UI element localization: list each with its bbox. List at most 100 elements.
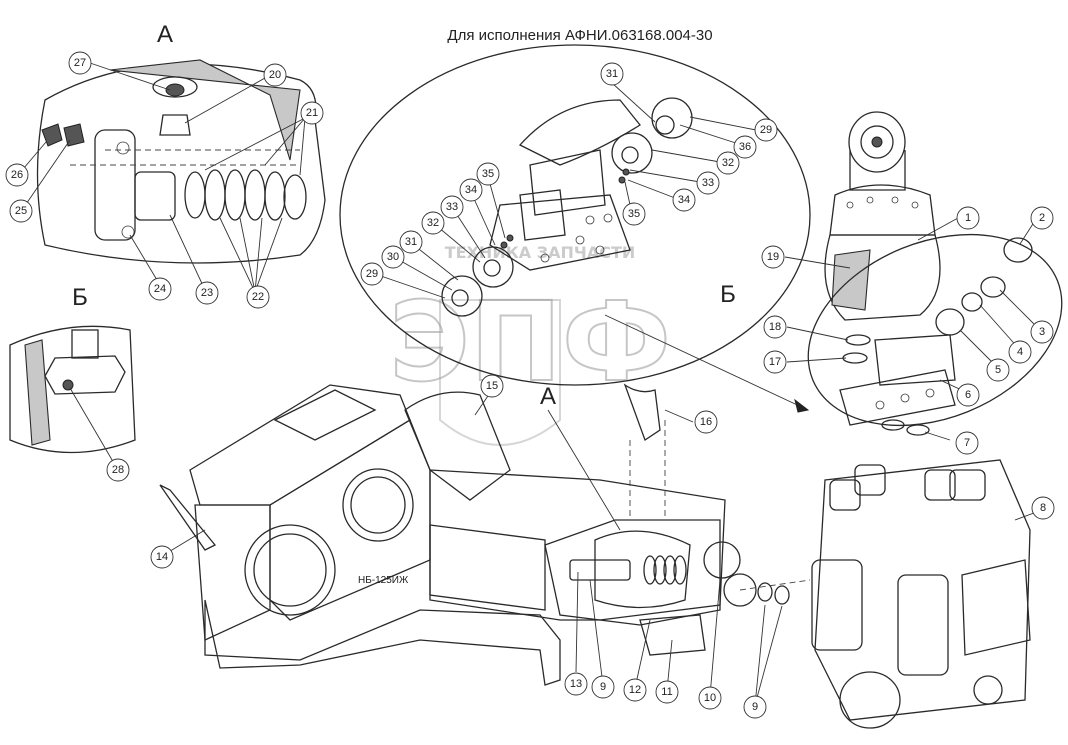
svg-text:8: 8 (1040, 502, 1046, 514)
packing-rings (184, 169, 307, 221)
balloon-6: 6 (956, 383, 980, 407)
watermark: ЭПФ ТЕХНИКА ЗАПЧАСТИ (388, 243, 672, 446)
balloon-21: 21 (300, 101, 324, 125)
balloon-18: 18 (763, 315, 787, 339)
balloon-25: 25 (9, 199, 33, 223)
balloon-20: 20 (263, 63, 287, 87)
balloon-32b: 32 (421, 211, 445, 235)
balloon-16: 16 (694, 410, 718, 434)
svg-text:30: 30 (387, 251, 399, 263)
balloon-32a: 32 (716, 151, 740, 175)
detail-view-a: А (17, 21, 326, 293)
svg-text:29: 29 (366, 268, 378, 280)
balloon-10: 10 (698, 686, 722, 710)
svg-text:35: 35 (628, 208, 640, 220)
callout-b-label: Б (720, 281, 736, 308)
svg-text:15: 15 (486, 380, 498, 392)
svg-text:17: 17 (769, 356, 781, 368)
balloon-19: 19 (761, 245, 785, 269)
svg-text:36: 36 (739, 141, 751, 153)
svg-text:10: 10 (704, 692, 716, 704)
svg-text:7: 7 (964, 437, 970, 449)
balloon-26: 26 (5, 163, 29, 187)
svg-text:3: 3 (1039, 326, 1045, 338)
balloon-4: 4 (1008, 340, 1032, 364)
svg-text:13: 13 (570, 678, 582, 690)
view-b-label: Б (72, 284, 88, 311)
balloon-8: 8 (1031, 496, 1055, 520)
svg-text:11: 11 (661, 686, 672, 698)
svg-text:31: 31 (606, 68, 618, 80)
balloon-31a: 31 (600, 62, 624, 86)
balloon-33b: 33 (440, 195, 464, 219)
variant-header: Для исполнения АФНИ.063168.004-30 (447, 27, 712, 44)
balloon-34a: 34 (672, 188, 696, 212)
svg-text:32: 32 (427, 217, 439, 229)
balloon-23: 23 (195, 281, 219, 305)
balloon-34b: 34 (459, 178, 483, 202)
balloon-27: 27 (68, 51, 92, 75)
svg-text:34: 34 (465, 184, 477, 196)
svg-text:16: 16 (700, 416, 712, 428)
balloon-29b: 29 (360, 262, 384, 286)
svg-text:9: 9 (600, 681, 606, 693)
balloon-29a: 29 (754, 118, 778, 142)
balloon-33a: 33 (696, 171, 720, 195)
svg-text:31: 31 (405, 236, 417, 248)
svg-text:2: 2 (1039, 212, 1045, 224)
variant-callout-ellipse (339, 44, 811, 413)
balloon-24: 24 (148, 277, 172, 301)
balloon-9b: 9 (743, 695, 767, 719)
balloon-15: 15 (480, 374, 504, 398)
svg-text:1: 1 (965, 212, 971, 224)
balloon-3: 3 (1030, 320, 1054, 344)
svg-text:24: 24 (154, 283, 166, 295)
svg-text:33: 33 (702, 177, 714, 189)
balloon-36: 36 (733, 135, 757, 159)
svg-text:12: 12 (629, 684, 641, 696)
svg-text:9: 9 (752, 701, 758, 713)
svg-text:19: 19 (767, 251, 779, 263)
balloon-9a: 9 (591, 675, 615, 699)
balloon-28: 28 (106, 458, 130, 482)
model-plate: НБ-125ИЖ (358, 575, 409, 586)
svg-text:14: 14 (156, 551, 168, 563)
balloon-12: 12 (623, 678, 647, 702)
svg-text:27: 27 (74, 57, 86, 69)
view-a-label: А (157, 21, 173, 48)
balloon-2: 2 (1030, 206, 1054, 230)
svg-text:29: 29 (760, 124, 772, 136)
svg-text:32: 32 (722, 157, 734, 169)
valve-assembly: Б (720, 111, 1063, 441)
balloon-17: 17 (763, 350, 787, 374)
balloon-35b: 35 (622, 202, 646, 226)
svg-text:21: 21 (306, 107, 318, 119)
svg-text:6: 6 (965, 389, 971, 401)
svg-text:35: 35 (482, 168, 494, 180)
balloon-5: 5 (986, 358, 1010, 382)
detail-view-b: Б (9, 284, 136, 466)
balloon-13: 13 (564, 672, 588, 696)
svg-text:26: 26 (11, 169, 23, 181)
balloon-11: 11 (655, 680, 679, 704)
svg-text:23: 23 (201, 287, 213, 299)
balloon-14: 14 (150, 545, 174, 569)
balloon-22: 22 (246, 285, 270, 309)
watermark-company: ТЕХНИКА ЗАПЧАСТИ (445, 243, 636, 262)
balloon-1: 1 (956, 206, 980, 230)
svg-text:34: 34 (678, 194, 690, 206)
svg-text:28: 28 (112, 464, 124, 476)
balloon-35a: 35 (476, 162, 500, 186)
balloon-7: 7 (955, 431, 979, 455)
plunger-spring (643, 555, 687, 585)
valve-box (811, 459, 1043, 729)
svg-text:5: 5 (995, 364, 1001, 376)
svg-text:22: 22 (252, 291, 264, 303)
svg-text:25: 25 (15, 205, 27, 217)
svg-text:20: 20 (269, 69, 281, 81)
svg-text:33: 33 (446, 201, 458, 213)
svg-text:4: 4 (1017, 346, 1023, 358)
balloon-31b: 31 (399, 230, 423, 254)
